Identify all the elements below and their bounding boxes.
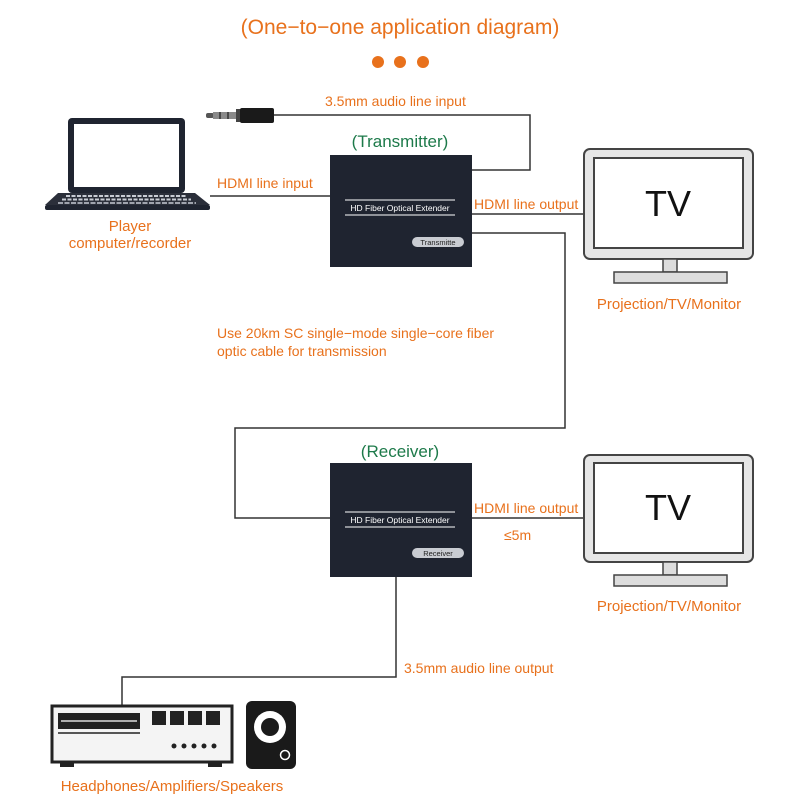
tv-screen [593, 462, 744, 554]
receiver-device: HD Fiber Optical Extender Receiver [330, 463, 472, 577]
fiber-cable [234, 232, 566, 519]
title-dot [394, 56, 406, 68]
receiver-tag: Receiver [423, 549, 453, 558]
tv-screen-text: TV [645, 183, 691, 224]
tv-base [613, 574, 728, 587]
amplifier-foot [60, 762, 74, 767]
laptop-base-lip [45, 205, 210, 210]
tv-screen [593, 157, 744, 249]
distance-label: ≤5m [504, 527, 531, 543]
audio-input-label: 3.5mm audio line input [325, 93, 466, 109]
transmitter-device: HD Fiber Optical Extender Transmitte [330, 155, 472, 267]
amplifier-button [206, 711, 220, 725]
amplifier-button [170, 711, 184, 725]
display-caption: Projection/TV/Monitor [597, 296, 741, 313]
tv-base [613, 271, 728, 284]
jack-tip [206, 113, 214, 118]
amplifier-foot [208, 762, 222, 767]
tv-neck [662, 561, 678, 576]
jack-stem [213, 112, 237, 119]
title-dot [417, 56, 429, 68]
transmitter-tag-pill [412, 237, 464, 247]
receiver-device-label: HD Fiber Optical Extender [350, 515, 449, 525]
amplifier-knob [181, 743, 187, 749]
diagram-title: (One−to−one application diagram) [241, 16, 560, 39]
tv-neck [662, 258, 678, 273]
speaker-icon [246, 701, 296, 769]
amplifier-knob [171, 743, 177, 749]
transmitter-tag: Transmitte [420, 238, 455, 247]
audio-output-cable [121, 577, 397, 706]
amplifier-knob [211, 743, 217, 749]
speaker-woofer-center [261, 718, 279, 736]
transmitter-heading: (Transmitter) [352, 132, 449, 151]
source-label-line1: Player [109, 218, 152, 235]
audio-output-label: 3.5mm audio line output [404, 660, 554, 676]
title-dot [372, 56, 384, 68]
title-dots [372, 56, 429, 68]
audio-input-cable [274, 114, 531, 171]
amplifier-icon [50, 704, 234, 767]
amplifier-knob [201, 743, 207, 749]
source-label-line2: computer/recorder [69, 235, 192, 252]
jack-collar [236, 109, 241, 122]
transmitter-device-label: HD Fiber Optical Extender [350, 203, 449, 213]
tv-monitor-icon: TV [583, 148, 754, 284]
display-caption: Projection/TV/Monitor [597, 598, 741, 615]
hdmi-input-label: HDMI line input [217, 175, 313, 191]
laptop-icon [45, 118, 210, 210]
hdmi-output-rx-label: HDMI line output [474, 500, 578, 516]
audio-jack-icon [206, 108, 274, 123]
transmitter-body [330, 155, 472, 267]
receiver-tag-pill [412, 548, 464, 558]
speaker-tweeter [279, 749, 291, 761]
amplifier-knob [191, 743, 197, 749]
hdmi-output-tx-label: HDMI line output [474, 196, 578, 212]
amplifier-button [152, 711, 166, 725]
receiver-heading: (Receiver) [361, 442, 439, 461]
fiber-note-line2: optic cable for transmission [217, 343, 387, 359]
amplifier-button [188, 711, 202, 725]
tv-screen-text: TV [645, 487, 691, 528]
jack-body [240, 108, 274, 123]
laptop-screen [74, 124, 179, 187]
audio-sink-caption: Headphones/Amplifiers/Speakers [61, 778, 284, 795]
fiber-note-line1: Use 20km SC single−mode single−core fibe… [217, 325, 494, 341]
tv-monitor-icon: TV [583, 454, 754, 587]
